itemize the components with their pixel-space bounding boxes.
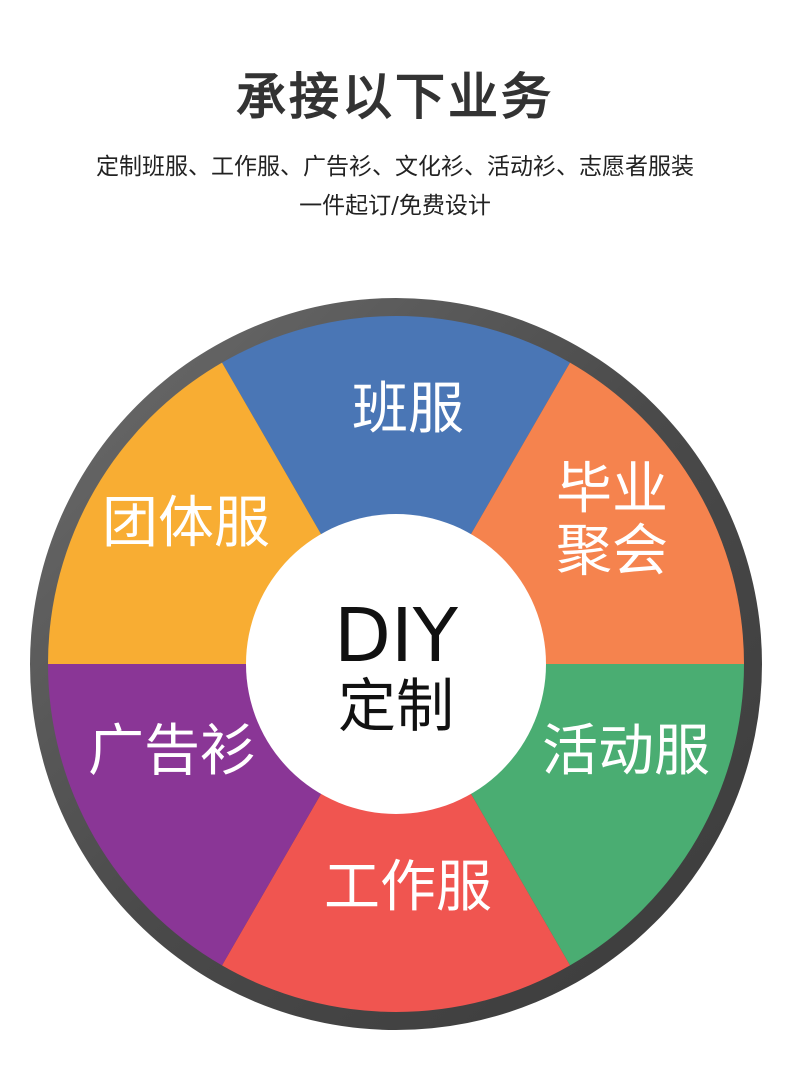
subtitle-offer: 一件起订/免费设计 [299,193,491,219]
segment-lower-left-label: 广告衫 [88,719,256,784]
segment-upper-right-label: 聚会 [556,519,668,584]
segment-lower-right-label: 活动服 [542,719,710,784]
segment-top [222,315,570,664]
center-diy-text: DIY [334,593,459,679]
center-custom-text: 定制 [338,672,454,740]
segment-top-label: 班服 [352,377,464,442]
segment-bottom-label: 工作服 [324,855,492,920]
page-title: 承接以下业务 [236,68,554,126]
wheel-center [246,514,546,814]
subtitle-services: 定制班服、工作服、广告衫、文化衫、活动衫、志愿者服装 [96,154,694,180]
segment-upper-left-label: 团体服 [102,491,270,556]
segment-bottom [222,664,570,1013]
segment-upper-right-label: 毕业 [556,457,668,522]
